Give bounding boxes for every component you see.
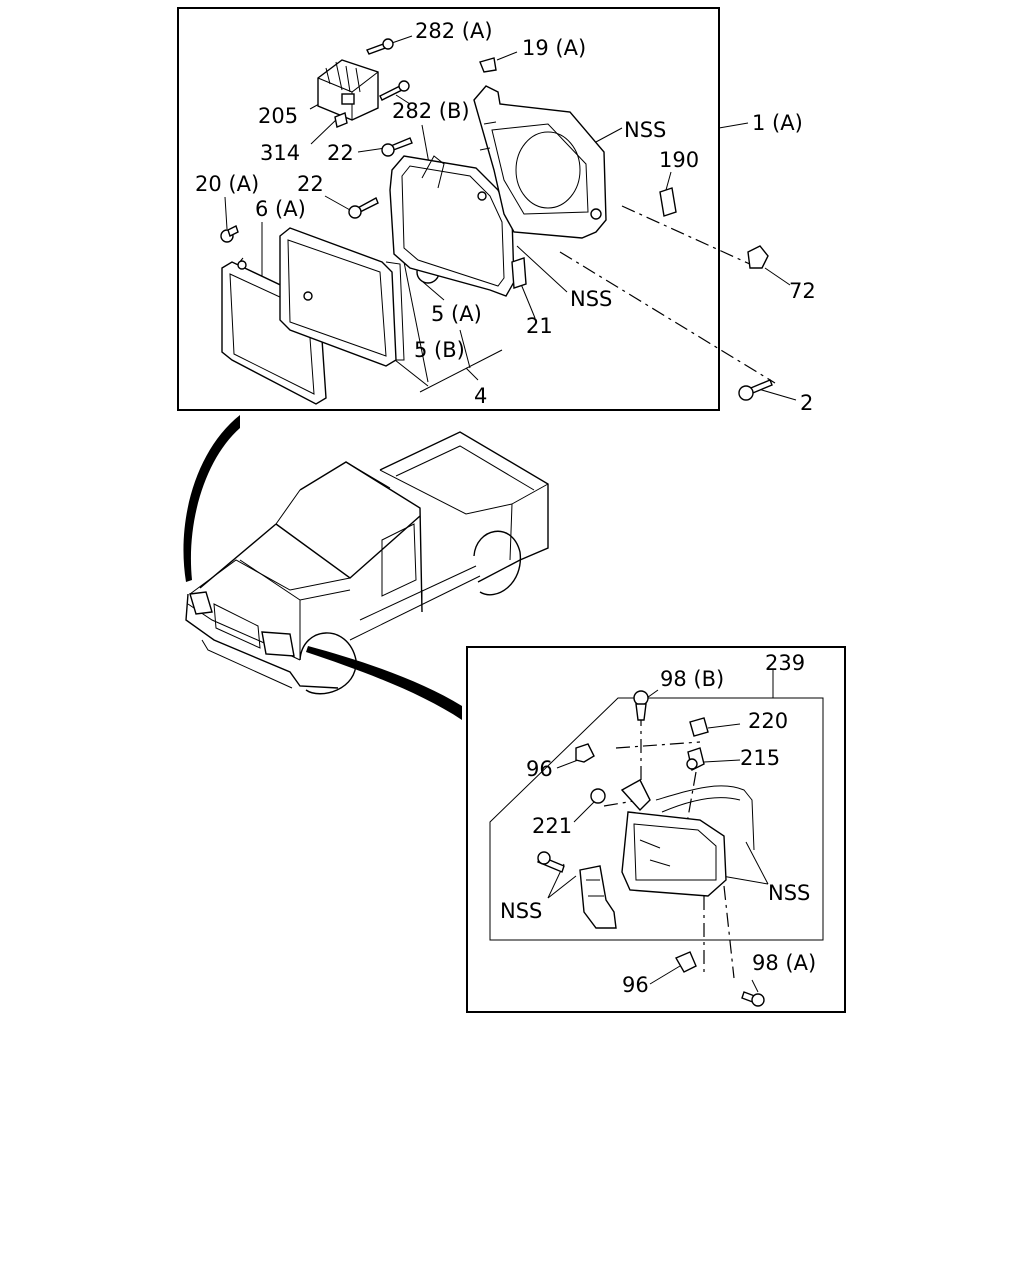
callout-220: 220 — [748, 709, 788, 733]
sealed-beam-4 — [279, 227, 405, 367]
callout-nss-right: NSS — [768, 881, 810, 905]
corner-lamp-panel: 239 98 (B) 220 215 96 221 NSS NSS 96 98 … — [466, 646, 846, 1013]
adjusting-frame — [389, 155, 527, 297]
callout-22-upper: 22 — [327, 141, 354, 165]
screws-top — [220, 38, 497, 243]
clips-190-72-screw-2 — [659, 187, 773, 401]
callout-5b: 5 (B) — [414, 338, 465, 362]
callout-96-bottom: 96 — [622, 973, 649, 997]
headlamp-leader-lines — [224, 35, 797, 401]
callout-215: 215 — [740, 746, 780, 770]
callout-21: 21 — [526, 314, 553, 338]
headlamp-callout-labels: 282 (A) 19 (A) 205 282 (B) 314 22 22 20 … — [195, 19, 816, 415]
headlamp-panel: 282 (A) 19 (A) 205 282 (B) 314 22 22 20 … — [177, 7, 816, 415]
callout-5a: 5 (A) — [431, 302, 482, 326]
relay-module-205 — [317, 59, 379, 121]
callout-nss-left: NSS — [500, 899, 542, 923]
callout-2: 2 — [800, 391, 813, 415]
corner-lamp-subassembly-frame — [489, 697, 824, 941]
callout-221: 221 — [532, 814, 572, 838]
callout-190: 190 — [659, 148, 699, 172]
headlamp-panel-frame — [177, 7, 720, 411]
callout-72: 72 — [789, 279, 816, 303]
callout-98b: 98 (B) — [660, 667, 724, 691]
callout-282b: 282 (B) — [392, 99, 470, 123]
callout-205: 205 — [258, 104, 298, 128]
callout-239: 239 — [765, 651, 805, 675]
callout-282a: 282 (A) — [415, 19, 493, 43]
corner-lamp-panel-frame — [466, 646, 846, 1013]
headlamp-housing — [473, 85, 607, 239]
corner-lamp-parts — [537, 690, 765, 1007]
connector-swooshes — [183, 415, 462, 720]
pickup-truck-illustration — [185, 431, 549, 695]
callout-nss-mid: NSS — [570, 287, 612, 311]
callout-1a: 1 (A) — [752, 111, 803, 135]
callout-19a: 19 (A) — [522, 36, 586, 60]
callout-314: 314 — [260, 141, 300, 165]
callout-20a: 20 (A) — [195, 172, 259, 196]
callout-98a: 98 (A) — [752, 951, 816, 975]
callout-22-lower: 22 — [297, 172, 324, 196]
callout-96-top: 96 — [526, 757, 553, 781]
callout-4: 4 — [474, 384, 487, 408]
callout-6a: 6 (A) — [255, 197, 306, 221]
callout-nss-housing: NSS — [624, 118, 666, 142]
corner-lamp-callout-labels: 239 98 (B) 220 215 96 221 NSS NSS 96 98 … — [500, 651, 816, 997]
